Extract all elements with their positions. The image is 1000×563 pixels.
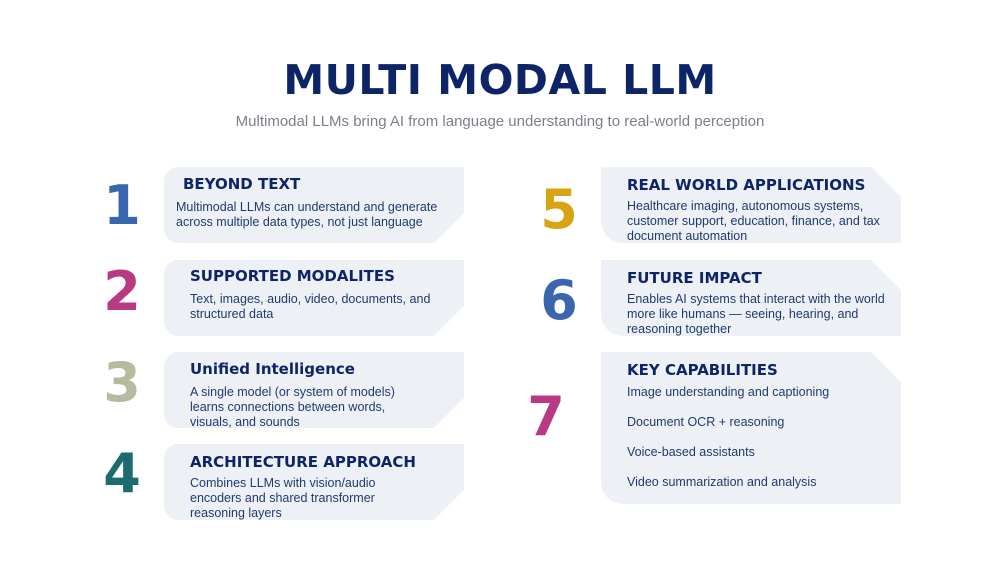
- card-title-future-impact: FUTURE IMPACT: [627, 269, 762, 287]
- capability-item: Voice-based assistants: [627, 445, 755, 459]
- card-corner-cut: [434, 306, 464, 336]
- page-subtitle: Multimodal LLMs bring AI from language u…: [235, 113, 765, 130]
- number-1: 1: [103, 174, 141, 237]
- card-text-beyond-text: Multimodal LLMs can understand and gener…: [176, 200, 438, 229]
- card-title-unified-intelligence: Unified Intelligence: [190, 360, 355, 378]
- card-unified-intelligence: Unified Intelligence A single model (or …: [164, 352, 464, 429]
- card-title-beyond-text: BEYOND TEXT: [183, 175, 301, 193]
- capability-item: Image understanding and captioning: [627, 385, 830, 399]
- card-text-unified-intelligence: A single model (or system of models) lea…: [190, 385, 395, 429]
- card-corner-cut: [871, 260, 901, 290]
- card-key-capabilities: KEY CAPABILITIES Image understanding and…: [601, 352, 901, 504]
- card-title-architecture-approach: ARCHITECTURE APPROACH: [190, 453, 416, 471]
- number-4: 4: [103, 442, 141, 505]
- card-corner-cut: [871, 167, 901, 197]
- card-future-impact: FUTURE IMPACT Enables AI systems that in…: [601, 260, 901, 336]
- card-title-key-capabilities: KEY CAPABILITIES: [627, 361, 778, 379]
- number-7: 7: [527, 385, 565, 448]
- number-2: 2: [103, 260, 141, 323]
- card-corner-cut: [434, 213, 464, 243]
- card-real-world-applications: REAL WORLD APPLICATIONS Healthcare imagi…: [601, 167, 901, 243]
- card-supported-modalities: SUPPORTED MODALITES Text, images, audio,…: [164, 260, 464, 336]
- number-5: 5: [540, 178, 578, 241]
- card-beyond-text: BEYOND TEXT Multimodal LLMs can understa…: [164, 167, 464, 243]
- card-corner-cut: [871, 352, 901, 382]
- card-corner-cut: [434, 490, 464, 520]
- card-text-future-impact: Enables AI systems that interact with th…: [627, 292, 885, 336]
- card-title-supported-modalities: SUPPORTED MODALITES: [190, 267, 395, 285]
- number-3: 3: [103, 351, 141, 414]
- card-text-architecture-approach: Combines LLMs with vision/audio encoders…: [190, 476, 376, 520]
- card-text-supported-modalities: Text, images, audio, video, documents, a…: [190, 292, 431, 321]
- card-title-real-world-applications: REAL WORLD APPLICATIONS: [627, 176, 866, 194]
- card-text-real-world-applications: Healthcare imaging, autonomous systems, …: [627, 199, 880, 243]
- capability-item: Document OCR + reasoning: [627, 415, 785, 429]
- card-corner-cut: [434, 398, 464, 428]
- page-title: MULTI MODAL LLM: [283, 56, 717, 104]
- card-architecture-approach: ARCHITECTURE APPROACH Combines LLMs with…: [164, 444, 464, 520]
- capability-item: Video summarization and analysis: [627, 475, 817, 489]
- number-6: 6: [540, 269, 578, 332]
